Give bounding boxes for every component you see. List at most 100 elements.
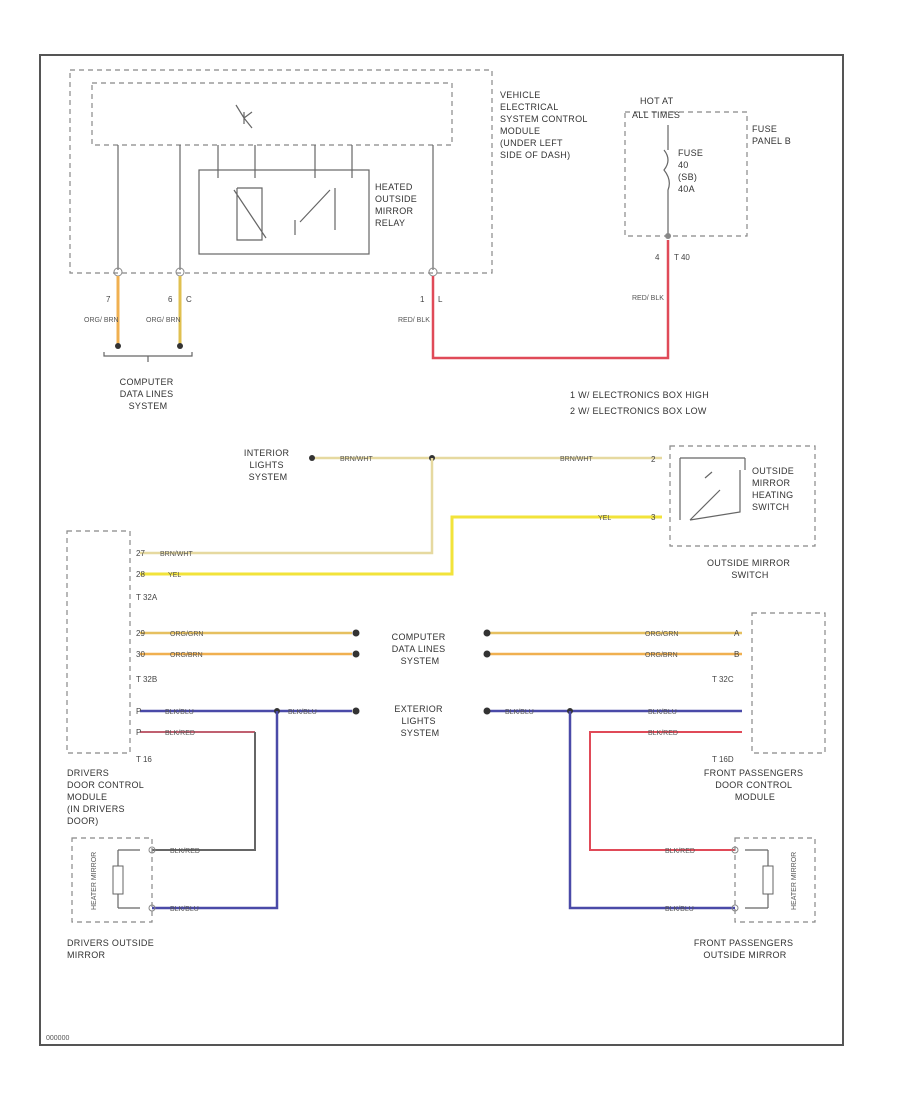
pin-label: 7 xyxy=(106,295,111,304)
vescm-transistor-symbol xyxy=(235,104,253,129)
legend-item: 2 W/ ELECTRONICS BOX LOW xyxy=(570,406,707,416)
wire-yel xyxy=(140,515,662,576)
pass-mirror-box xyxy=(734,837,816,923)
relay-label: HEATED OUTSIDE MIRROR RELAY xyxy=(375,182,420,228)
drivers-mirror-box xyxy=(71,837,153,923)
wire-label-brn-wht: BRN/WHT xyxy=(340,456,373,463)
wire-label-yel: YEL xyxy=(168,572,181,579)
pass-module-label: FRONT PASSENGERS DOOR CONTROL MODULE xyxy=(704,768,806,802)
wire-label-brn-wht: BRN/WHT xyxy=(160,551,193,558)
t16-left-label: T 16 xyxy=(136,755,152,764)
wire-blk-red-right xyxy=(589,731,742,851)
diagram-id: 000000 xyxy=(46,1035,69,1042)
heater-label-left: HEATER MIRROR xyxy=(91,852,98,910)
connector-end xyxy=(483,650,491,658)
t16d-label: T 16D xyxy=(712,755,734,764)
wire-label-blk-blu: BLK/BLU xyxy=(288,709,317,716)
heater-resistor-right xyxy=(762,865,774,895)
wire-label-brn-wht: BRN/WHT xyxy=(560,456,593,463)
drivers-module-label: DRIVERS DOOR CONTROL MODULE (IN DRIVERS … xyxy=(67,768,147,826)
splice xyxy=(115,343,121,349)
pin-label: 29 xyxy=(136,629,145,638)
vescm-label: VEHICLE ELECTRICAL SYSTEM CONTROL MODULE… xyxy=(500,90,590,160)
relay-switch xyxy=(294,188,336,235)
pin-label: L xyxy=(438,295,443,304)
wire-label-org-brn: ORG/BRN xyxy=(170,652,203,659)
pin-label: A xyxy=(734,629,740,638)
wire-label-blk-red: BLK/RED xyxy=(170,848,200,855)
splice xyxy=(177,343,183,349)
wire-label-org-brn: ORG/ BRN xyxy=(84,317,119,324)
heater-label-right: HEATER MIRROR xyxy=(791,852,798,910)
heater-resistor-left xyxy=(112,865,124,895)
connector-end xyxy=(352,707,360,715)
pin-label: 30 xyxy=(136,650,145,659)
drivers-module-box xyxy=(66,530,131,754)
wire-label-org-grn: ORG/GRN xyxy=(170,631,203,638)
pin-label: 2 xyxy=(651,455,656,464)
wire-label-blk-red: BLK/RED xyxy=(648,730,678,737)
interior-lights-label: INTERIOR LIGHTS SYSTEM xyxy=(244,448,292,482)
diagram-border xyxy=(39,54,844,1046)
wire-blk-blu-drop-right xyxy=(568,711,735,910)
fuse-panel-box xyxy=(624,111,748,237)
wire-label-blk-blu: BLK/BLU xyxy=(505,709,534,716)
t32b-label: T 32B xyxy=(136,675,157,684)
wire-label-blk-blu: BLK/BLU xyxy=(648,709,677,716)
bracket xyxy=(103,352,193,362)
connector-pin xyxy=(148,846,156,854)
t40-pin: 4 xyxy=(655,253,660,262)
connector-pin xyxy=(731,904,739,912)
wire-label-blk-red: BLK/RED xyxy=(165,730,195,737)
relay-box xyxy=(198,169,370,255)
wire-label-blk-blu: BLK/BLU xyxy=(170,906,199,913)
t32c-label: T 32C xyxy=(712,675,734,684)
t40-label: T 40 xyxy=(674,253,690,262)
pass-module-box xyxy=(751,612,826,754)
cdl-top-label: COMPUTER DATA LINES SYSTEM xyxy=(120,377,177,411)
pass-mirror-label: FRONT PASSENGERS OUTSIDE MIRROR xyxy=(694,938,796,960)
pin-label: 1 xyxy=(420,295,425,304)
wire-label-yel: YEL xyxy=(598,515,611,522)
exterior-lights-label: EXTERIOR LIGHTS SYSTEM xyxy=(394,704,445,738)
wire-label-red-blk: RED/ BLK xyxy=(632,295,664,302)
switch-symbol xyxy=(679,457,746,521)
vescm-inner-box xyxy=(91,82,453,146)
drivers-mirror-label: DRIVERS OUTSIDE MIRROR xyxy=(67,938,157,960)
wire-label-blk-red: BLK/RED xyxy=(665,848,695,855)
pin-label: P xyxy=(136,728,141,737)
relay-coil xyxy=(233,187,267,241)
pin-label: C xyxy=(186,295,192,304)
pin-label: 28 xyxy=(136,570,145,579)
wire-label-blk-blu: BLK/BLU xyxy=(665,906,694,913)
pin-label: 3 xyxy=(651,513,656,522)
mirror-switch-label: OUTSIDE MIRROR SWITCH xyxy=(707,558,793,580)
wire-label-org-brn: ORG/BRN xyxy=(645,652,678,659)
fuse-label: FUSE 40 (SB) 40A xyxy=(678,148,706,194)
fuse-panel-label: FUSE PANEL B xyxy=(752,124,791,146)
connector-pin xyxy=(731,846,739,854)
wire-brn-wht-drop xyxy=(140,458,434,555)
wire-red-blk xyxy=(431,240,670,360)
vescm-module-pins xyxy=(117,145,434,270)
pin-label: 27 xyxy=(136,549,145,558)
vescm-box xyxy=(69,69,493,274)
wire-label-red-blk: RED/ BLK xyxy=(398,317,430,324)
pin-label: 6 xyxy=(168,295,173,304)
hot-at-label: HOT AT ALL TIMES xyxy=(632,96,680,120)
t32a-label: T 32A xyxy=(136,593,158,602)
wire-label-blk-blu: BLK/BLU xyxy=(165,709,194,716)
fuse-terminal xyxy=(665,233,671,239)
heating-switch-label: OUTSIDE MIRROR HEATING SWITCH xyxy=(752,466,797,512)
wire-blk-red-drop-left xyxy=(152,732,256,851)
connector-end xyxy=(309,455,315,461)
fuse-symbol xyxy=(663,125,670,236)
legend-item: 1 W/ ELECTRONICS BOX HIGH xyxy=(570,390,709,400)
connector-end xyxy=(352,650,360,658)
connector-end xyxy=(483,629,491,637)
pin-label: B xyxy=(734,650,739,659)
heating-switch-box xyxy=(669,445,816,547)
cdl-mid-label: COMPUTER DATA LINES SYSTEM xyxy=(392,632,449,666)
connector-end xyxy=(352,629,360,637)
